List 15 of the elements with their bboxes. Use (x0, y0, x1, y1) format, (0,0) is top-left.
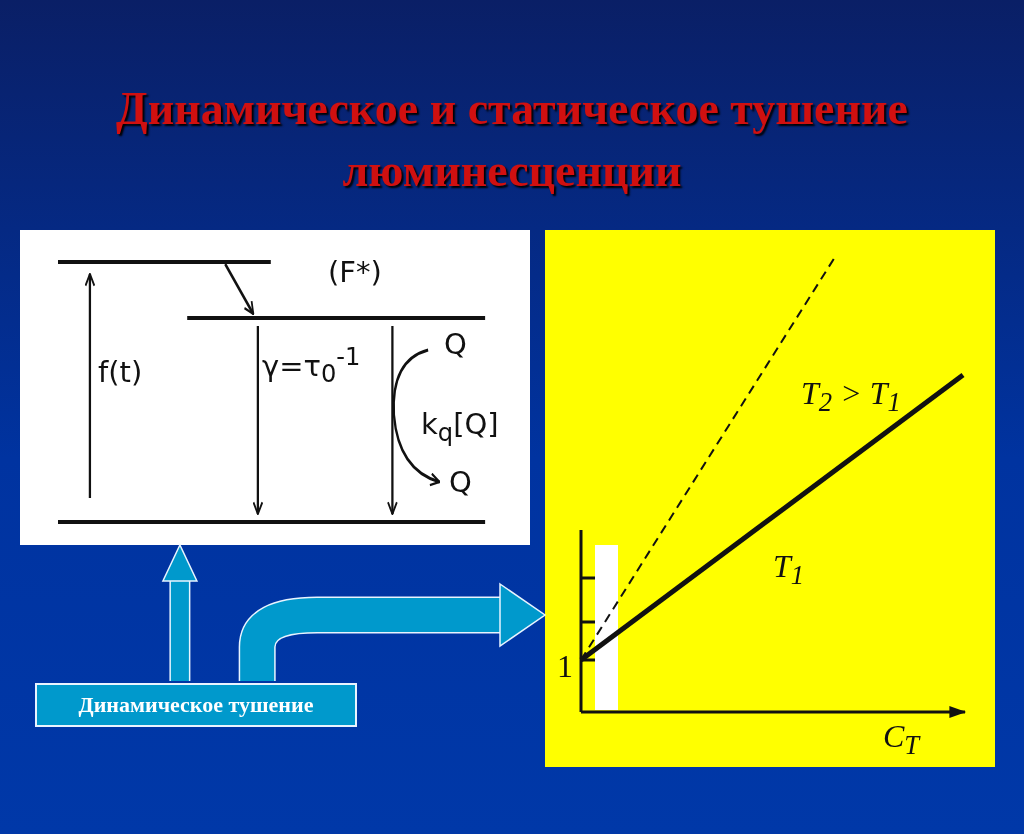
curve-label: T$_{2}$ > T$_{1}$ (801, 377, 901, 417)
quencher-label: Q (444, 330, 467, 359)
energy-level-panel (20, 230, 530, 545)
rate-label: f(t) (98, 358, 143, 387)
axis-label: C$_{T}$ (883, 720, 920, 760)
curve-label: T$_{1}$ (773, 550, 805, 590)
block-arrow (238, 583, 546, 681)
rate-label: k$_{q}$[Q] (421, 410, 499, 445)
label-box: Динамическое тушение (35, 683, 357, 727)
quencher-label: Q (449, 468, 472, 497)
chart-panel (545, 230, 995, 767)
slide-title: Динамическое и статическое тушение люминесценции (115, 82, 909, 198)
block-arrow (162, 544, 198, 681)
level-label: (F*) (328, 258, 382, 287)
axis-tick-label: 1 (557, 650, 573, 682)
